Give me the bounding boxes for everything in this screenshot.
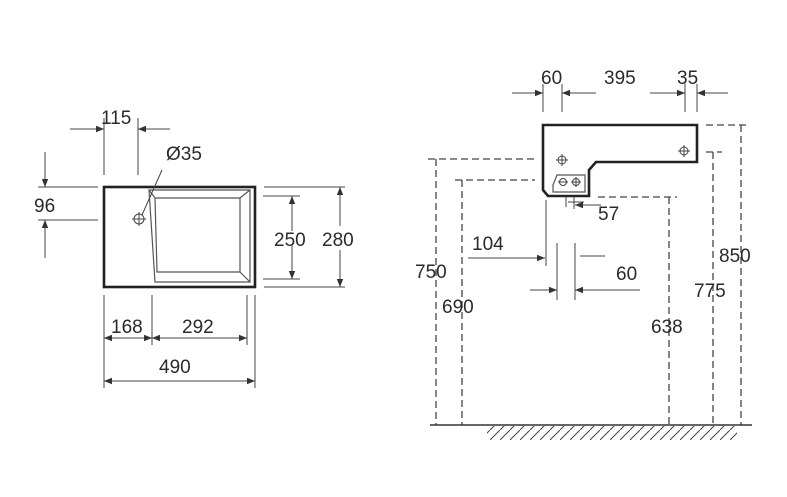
bowl-outline: [148, 189, 251, 283]
fixing-holes: [556, 145, 690, 187]
dim-60-lower: 60: [616, 264, 637, 285]
tap-hole-marker: [132, 169, 163, 226]
dim-250: 250: [274, 230, 306, 251]
dim-850: 850: [719, 246, 751, 267]
dim-top-35: 35: [677, 68, 698, 89]
basin-outline-side: [541, 123, 699, 198]
dim-57: 57: [598, 204, 619, 225]
dim-638: 638: [651, 317, 683, 338]
dim-tap-hole: Ø35: [166, 144, 202, 165]
basin-outline-plan: [102, 185, 257, 289]
dim-490: 490: [159, 357, 191, 378]
dim-top-395: 395: [604, 68, 636, 89]
dim-115: 115: [101, 108, 131, 129]
floor-hatch: [487, 426, 737, 440]
dim-96: 96: [34, 196, 55, 217]
dim-292: 292: [182, 317, 214, 338]
dim-104: 104: [472, 234, 504, 255]
dim-750: 750: [415, 262, 447, 283]
dim-690: 690: [442, 297, 474, 318]
plan-view: 115 Ø35 96 250 280 168 292 490: [34, 108, 354, 388]
dim-280: 280: [322, 230, 354, 251]
side-view: 60 395 35 850 775 750 690 638 57 104: [415, 68, 752, 440]
dim-top-60: 60: [541, 68, 562, 89]
dim-168: 168: [111, 317, 143, 338]
dim-775: 775: [694, 281, 726, 302]
